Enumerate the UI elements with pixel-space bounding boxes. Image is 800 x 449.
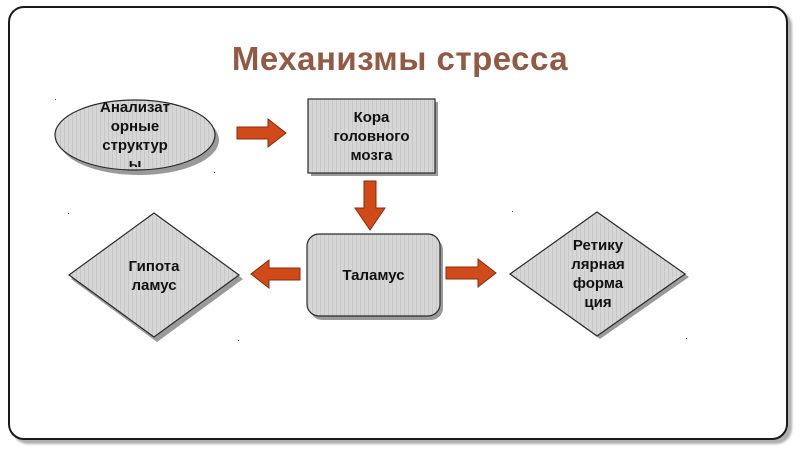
cortex-label-line: Кора	[353, 109, 390, 126]
reticular-label-line: ция	[584, 294, 612, 311]
analyzers-label-line: ы	[128, 156, 142, 167]
cortex-label-line: головного	[333, 128, 410, 145]
arrow-thalamus-to-reticular	[445, 257, 497, 289]
arrow-analyzers-to-cortex	[236, 117, 287, 149]
hypothalamus-node	[67, 212, 241, 338]
cortex-label-line: мозга	[350, 147, 393, 164]
analyzers-node	[54, 99, 216, 171]
analyzers-label-line: Анализат	[100, 99, 170, 116]
handle-dot	[68, 213, 69, 214]
cortex-node	[307, 98, 436, 174]
analyzers-label-line: структур	[102, 137, 168, 154]
hypothalamus-label-line: ламус	[131, 277, 177, 294]
analyzers-label-line: орные	[110, 118, 160, 135]
reticular-label-line: Ретику	[572, 237, 624, 254]
thalamus-node	[306, 233, 441, 317]
handle-dot	[686, 338, 687, 339]
hypothalamus-label: Гипота ламус	[104, 257, 204, 295]
reticular-label-line: форма	[572, 275, 624, 292]
slide-frame	[8, 6, 788, 440]
slide-title: Механизмы стресса	[231, 40, 569, 77]
handle-dot	[55, 99, 56, 100]
arrow-thalamus-to-hypothalamus	[250, 258, 301, 290]
thalamus-label: Таламус	[307, 266, 440, 285]
handle-dot	[238, 340, 239, 341]
reticular-node	[508, 211, 687, 337]
reticular-label-line: лярная	[571, 256, 625, 273]
arrow-cortex-to-thalamus	[354, 180, 386, 231]
reticular-label: Ретику лярная форма ция	[548, 236, 648, 312]
handle-dot	[214, 172, 215, 173]
cortex-label: Кора головного мозга	[308, 108, 435, 165]
thalamus-label-line: Таламус	[342, 267, 405, 284]
analyzers-label: Анализат орные структур ы	[75, 98, 195, 167]
hypothalamus-label-line: Гипота	[128, 258, 180, 275]
handle-dot	[512, 211, 513, 212]
